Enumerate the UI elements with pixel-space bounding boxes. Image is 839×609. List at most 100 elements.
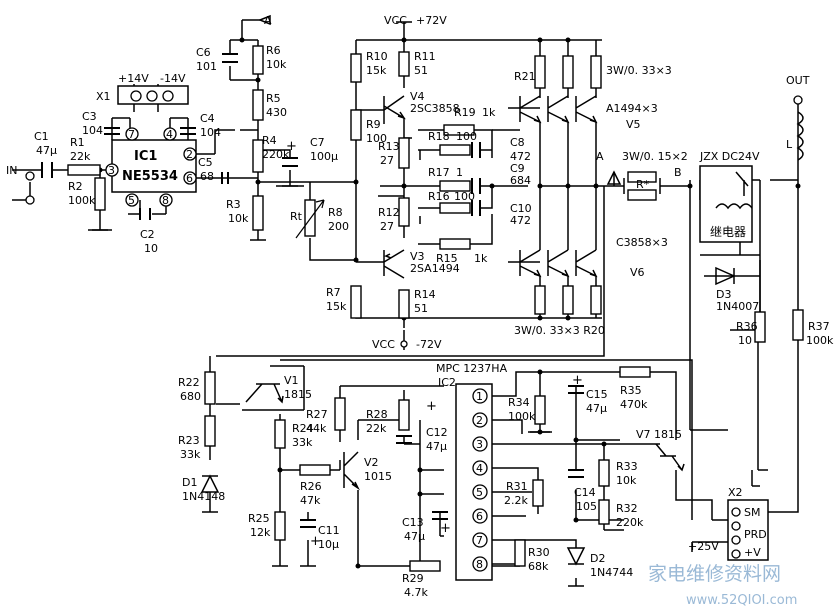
svg-text:+: +	[572, 373, 583, 388]
r19-value: 1k	[482, 106, 496, 119]
vcc-bottom-voltage: -72V	[416, 338, 442, 351]
rstar-value: 3W/0. 15×2	[622, 150, 688, 163]
d1-symbol	[200, 474, 220, 493]
v5-ref: V5	[626, 118, 641, 131]
c3-ref: C3	[82, 110, 97, 123]
diodes	[200, 266, 736, 566]
v7-symbol	[655, 443, 685, 472]
ic2-header: MPC 1237HA	[436, 362, 508, 375]
ic1-pin5-label: 5	[128, 194, 135, 207]
r11-ref: R11	[414, 50, 436, 63]
r32-value: 220k	[616, 516, 644, 529]
r12-body	[398, 197, 410, 227]
v5a-symbol	[519, 95, 542, 124]
r14-body	[398, 289, 410, 319]
c15-value: 47μ	[586, 402, 607, 415]
out-terminal[interactable]	[793, 95, 803, 105]
ic2-pin1: 1	[476, 390, 483, 403]
c5-value: 68	[200, 170, 214, 183]
r11-body	[398, 51, 410, 77]
c14-value: 105	[576, 500, 597, 513]
r18-value: 100	[456, 130, 477, 143]
r17-value: 1	[456, 166, 463, 179]
c13-ref: C13	[402, 516, 424, 529]
c1-ref: C1	[34, 130, 49, 143]
c12-value: 47μ	[426, 440, 447, 453]
d2-symbol	[566, 547, 586, 566]
ic2-pin2: 2	[476, 414, 483, 427]
r7-value: 15k	[326, 300, 347, 313]
r11-value: 51	[414, 64, 428, 77]
c8-value: 472	[510, 150, 531, 163]
connector-x2	[727, 499, 769, 561]
r30-value: 68k	[528, 560, 549, 573]
r21c-body	[590, 55, 602, 89]
node-b-label: B	[674, 166, 682, 179]
r31-ref: R31	[506, 480, 528, 493]
c4-value: 104	[200, 126, 221, 139]
x2-prd-label: PRD	[744, 528, 767, 541]
r1-body	[67, 164, 101, 176]
v6-part: C3858×3	[616, 236, 668, 249]
r6-ref: R6	[266, 44, 281, 57]
inductor-label: L	[786, 138, 793, 151]
r33-body	[598, 459, 610, 487]
v1-part: 1815	[284, 388, 312, 401]
v6a-symbol	[519, 249, 542, 278]
ic1-pin8-label: 8	[162, 194, 169, 207]
r3-value: 10k	[228, 212, 249, 225]
v4-part: 2SC3858	[410, 102, 460, 115]
a-top-label: A	[264, 14, 272, 27]
r13-ref: R13	[378, 140, 400, 153]
in-terminal[interactable]	[25, 171, 35, 181]
r21b-body	[562, 55, 574, 89]
ic1-pin6-label: 6	[186, 172, 193, 185]
r22-value: 680	[180, 390, 201, 403]
r37-ref: R37	[808, 320, 830, 333]
r22-ref: R22	[178, 376, 200, 389]
v4-symbol	[383, 95, 406, 124]
labels: IC1 NE5534 7 4 2 3 5 8 6 X1 +14V -14V IN…	[6, 14, 834, 599]
r13-value: 27	[380, 154, 394, 167]
out-label: OUT	[786, 74, 810, 87]
svg-text:+: +	[440, 521, 451, 536]
r8-ref: R8	[328, 206, 343, 219]
v1-ref: V1	[284, 374, 299, 387]
c15-ref: C15	[586, 388, 608, 401]
v2-symbol	[343, 451, 360, 491]
r24-value: 33k	[292, 436, 313, 449]
d3-ref: D3	[716, 288, 731, 301]
c13-plates	[432, 511, 448, 520]
ic1-body	[111, 139, 197, 193]
r34-value: 100k	[508, 410, 536, 423]
ic2-pin8: 8	[476, 558, 483, 571]
r28-value: 22k	[366, 422, 387, 435]
c3-plates	[104, 127, 120, 135]
r25-body	[274, 511, 286, 541]
c7-ref: C7	[310, 136, 325, 149]
r36-body	[754, 311, 766, 343]
r36-value: 10	[738, 334, 752, 347]
watermark-text: 家电维修资料网	[648, 563, 781, 585]
c10-plates	[471, 200, 481, 216]
in-ground-terminal[interactable]	[25, 195, 35, 205]
r9-body	[350, 109, 362, 141]
r23-value: 33k	[180, 448, 201, 461]
c6-value: 101	[196, 60, 217, 73]
r3-body	[252, 195, 264, 231]
r2-body	[94, 177, 106, 211]
r29-body	[409, 560, 441, 572]
r5-ref: R5	[266, 92, 281, 105]
rt-arrow	[295, 199, 325, 239]
r20b-body	[562, 285, 574, 315]
r17-ref: R17	[428, 166, 450, 179]
r26-body	[299, 464, 331, 476]
r25-ref: R25	[248, 512, 270, 525]
r23-body	[204, 415, 216, 447]
x1-plus-label: +14V	[118, 72, 149, 85]
r32-body	[598, 499, 610, 525]
x2-v-label: +V	[744, 546, 761, 559]
in-label: IN	[6, 164, 17, 177]
